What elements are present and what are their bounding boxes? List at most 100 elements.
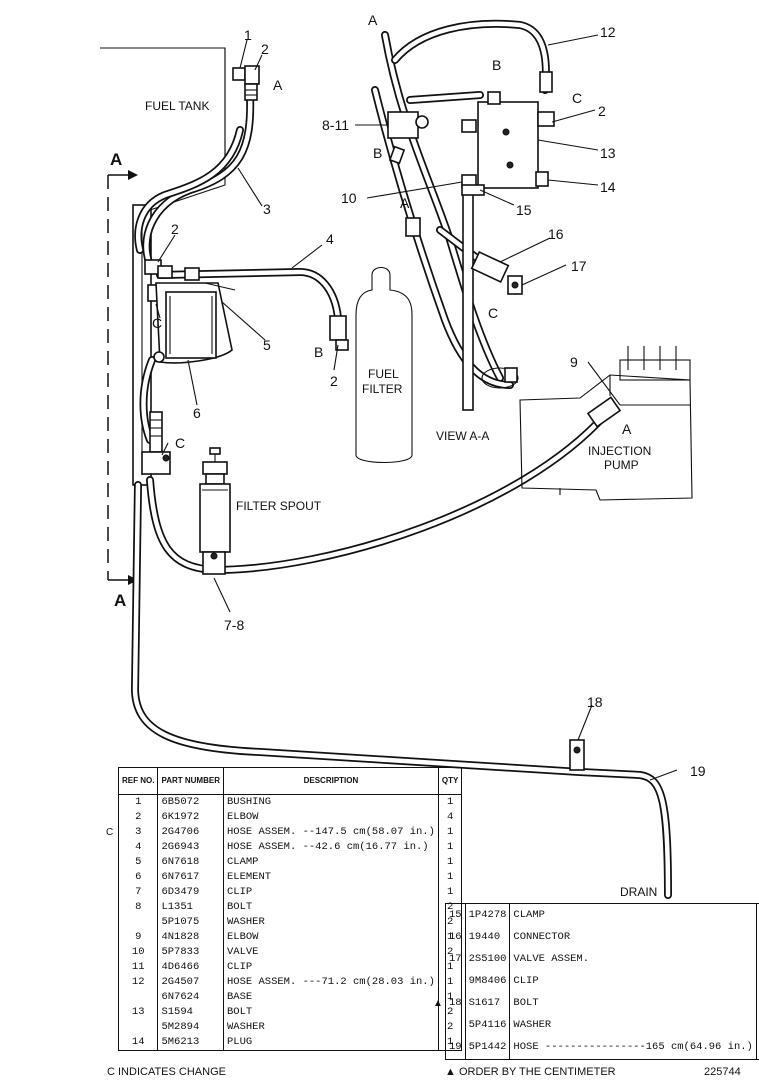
- header-part: PART NUMBER: [157, 767, 224, 795]
- cell-ref: 16: [445, 926, 466, 949]
- cell-part: 5M2894: [157, 1020, 224, 1035]
- cell-desc: ELBOW: [223, 930, 439, 945]
- cell-part: 5P7833: [157, 945, 224, 960]
- cell-desc: HOSE ASSEM. ---71.2 cm(28.03 in.): [223, 975, 439, 990]
- cell-part: S1594: [157, 1005, 224, 1020]
- cell-desc: VALVE: [223, 945, 439, 960]
- change-mark: C: [106, 827, 114, 839]
- callout-10: 10: [341, 190, 357, 206]
- callout-9: 9: [570, 354, 578, 370]
- cell-part: 5P1442: [465, 1036, 511, 1060]
- cell-part: 5M6213: [157, 1035, 224, 1051]
- clip-18: [569, 739, 585, 771]
- cell-desc: ELEMENT: [223, 870, 439, 885]
- cell-desc: BOLT: [509, 992, 757, 1015]
- cell-desc: BUSHING: [223, 794, 439, 810]
- cell-desc: BOLT: [223, 900, 439, 915]
- cell-ref: [445, 970, 466, 993]
- doc-number: 225744: [704, 1066, 741, 1078]
- callout-15: 15: [516, 202, 532, 218]
- cell-desc: CLIP: [509, 970, 757, 993]
- filter-element: [153, 282, 236, 364]
- callout-2b: 2: [171, 221, 179, 237]
- section-label-a-bottom: A: [114, 591, 126, 610]
- table-row: 18S1617BOLT1: [445, 992, 759, 1015]
- cell-part: 6N7617: [157, 870, 224, 885]
- callout-letter-b-1: B: [314, 344, 323, 360]
- cell-desc: CLAMP: [509, 903, 757, 927]
- callout-letter-c-1: C: [152, 315, 162, 331]
- cell-qty: 1: [446, 796, 454, 808]
- cell-qty: 1: [446, 841, 454, 853]
- cell-part: L1351: [157, 900, 224, 915]
- cell-ref: 1: [118, 794, 159, 810]
- callout-letter-c-2: C: [175, 435, 185, 451]
- cell-part: 19440: [465, 926, 511, 949]
- callout-18: 18: [587, 694, 603, 710]
- injection-pump: [519, 346, 693, 501]
- label-injection: INJECTION: [588, 444, 651, 458]
- callout-12: 12: [600, 24, 616, 40]
- cell-desc: CLAMP: [223, 855, 439, 870]
- change-note: C INDICATES CHANGE: [107, 1066, 226, 1078]
- callout-letter-c-view: C: [572, 90, 582, 106]
- section-cut-line: [107, 170, 138, 585]
- cell-desc: WASHER: [223, 1020, 439, 1035]
- cell-desc: HOSE ASSEM. --147.5 cm(58.07 in.): [223, 825, 439, 840]
- cell-ref: [118, 1020, 159, 1035]
- cell-part: 4N1828: [157, 930, 224, 945]
- callout-13: 13: [600, 145, 616, 161]
- cell-qty: 1: [446, 871, 454, 883]
- cell-ref: 13: [118, 1005, 159, 1020]
- table-header-row: REF NO. PART NUMBER DESCRIPTION QTY: [118, 767, 462, 795]
- header-qty: QTY: [438, 767, 462, 795]
- cell-part: 2G4507: [157, 975, 224, 990]
- cell-desc: HOSE ASSEM. --42.6 cm(16.77 in.): [223, 840, 439, 855]
- label-drain: DRAIN: [620, 885, 657, 899]
- label-filter: FILTER: [362, 382, 403, 396]
- cell-desc: CONNECTOR: [509, 926, 757, 949]
- cell-ref: 11: [118, 960, 159, 975]
- cell-part: S1617: [465, 992, 511, 1015]
- callout-7-8: 7-8: [224, 617, 244, 633]
- cell-desc: HOSE ----------------165 cm(64.96 in.): [509, 1036, 757, 1060]
- cell-ref: 2: [118, 810, 159, 825]
- label-fuel: FUEL: [368, 367, 399, 381]
- cell-ref: 17: [445, 948, 466, 971]
- callout-6: 6: [193, 405, 201, 421]
- callout-5: 5: [263, 337, 271, 353]
- cell-ref: 4: [118, 840, 159, 855]
- cell-desc: WASHER: [509, 1014, 757, 1037]
- label-filter-spout: FILTER SPOUT: [236, 499, 322, 513]
- cell-part: 2G6943: [157, 840, 224, 855]
- cell-part: 1P4278: [465, 903, 511, 927]
- cell-part: 2G4706: [157, 825, 224, 840]
- cell-ref: 3: [118, 825, 159, 840]
- cell-ref: 15: [445, 903, 466, 927]
- hoses: [131, 19, 672, 899]
- cell-part: 5P4116: [465, 1014, 511, 1037]
- section-label-a-top: A: [110, 150, 122, 169]
- callout-3: 3: [263, 201, 271, 217]
- cell-desc: CLIP: [223, 960, 439, 975]
- callout-2c: 2: [330, 373, 338, 389]
- cell-ref: [118, 990, 159, 1005]
